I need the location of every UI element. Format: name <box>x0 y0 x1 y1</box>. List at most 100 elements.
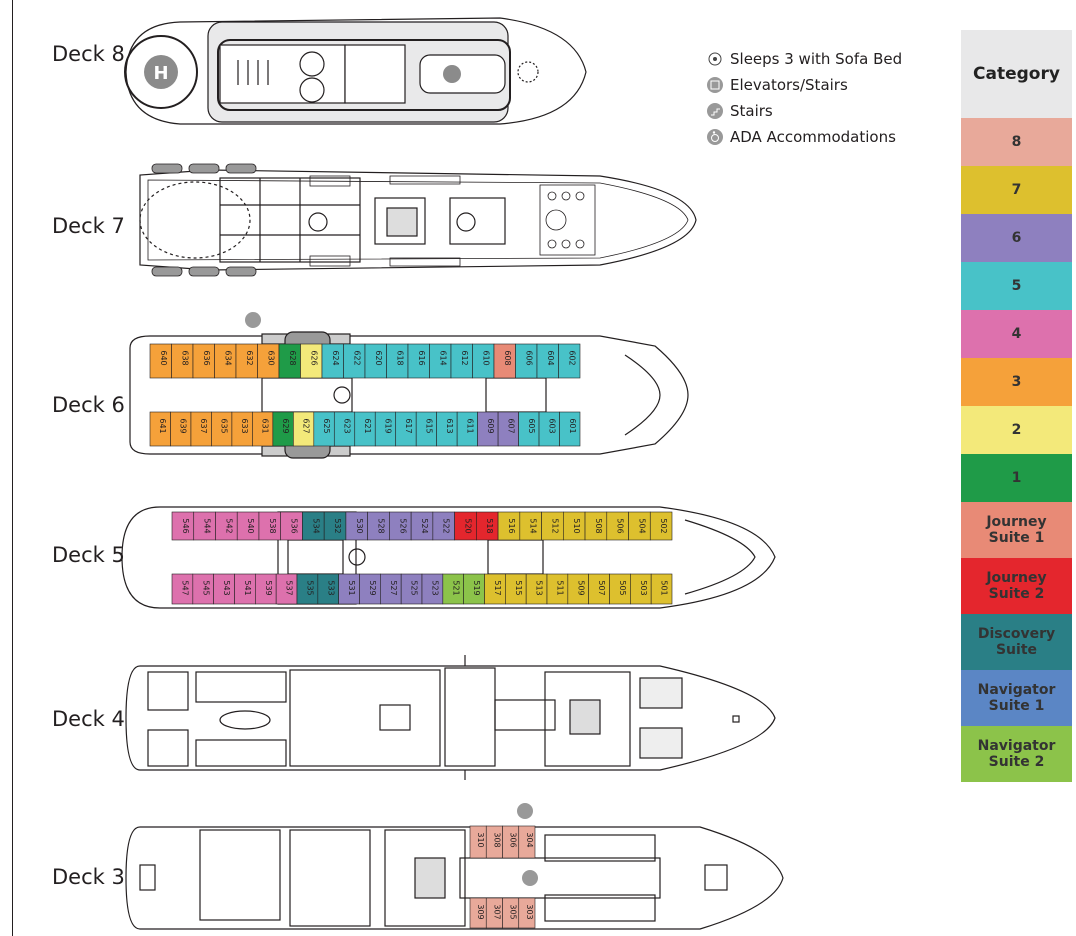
cabin: 640 <box>149 343 172 379</box>
cabin: 635 <box>211 411 233 447</box>
cabin: 530 <box>345 511 368 541</box>
cabin: 310 <box>469 825 487 859</box>
elevator-stairs-icon <box>706 76 724 94</box>
cabin-number: 613 <box>445 418 454 433</box>
cabin: 630 <box>257 343 280 379</box>
cabin-number: 535 <box>305 580 314 595</box>
cabin: 523 <box>421 573 444 605</box>
cabin: 627 <box>293 411 315 447</box>
cabin: 509 <box>567 573 589 605</box>
cabin: 543 <box>213 573 235 605</box>
cabin: 516 <box>497 511 521 541</box>
cabin: 303 <box>518 897 536 929</box>
cabin: 503 <box>630 573 652 605</box>
cabin: 631 <box>252 411 274 447</box>
legend-label: Stairs <box>730 102 773 120</box>
cabin-number: 545 <box>201 580 210 595</box>
legend-item: Stairs <box>706 98 902 124</box>
cabin-number: 515 <box>514 580 523 595</box>
cabin-number: 638 <box>180 350 189 365</box>
category-swatch: 8 <box>961 118 1072 166</box>
cabin-number: 629 <box>281 418 290 433</box>
deck-3-plan <box>125 803 784 930</box>
cabin-number: 309 <box>476 904 485 919</box>
cabin: 525 <box>400 573 423 605</box>
cabin-number: 601 <box>568 418 577 433</box>
cabin-number: 635 <box>220 418 229 433</box>
cabin-number: 539 <box>264 580 273 595</box>
cabin-number: 605 <box>527 418 536 433</box>
cabin: 505 <box>609 573 631 605</box>
legend-item: Elevators/Stairs <box>706 72 902 98</box>
cabin-number: 630 <box>266 350 275 365</box>
cabin-number: 518 <box>485 518 494 533</box>
cabin-number: 536 <box>290 518 299 533</box>
category-header: Category <box>961 30 1072 118</box>
cabin-number: 512 <box>550 518 559 533</box>
cabin: 304 <box>518 825 536 859</box>
cabin: 603 <box>538 411 560 447</box>
cabin: 507 <box>588 573 610 605</box>
cabin: 529 <box>359 573 381 605</box>
cabin-number: 507 <box>597 580 606 595</box>
cabin: 515 <box>505 573 527 605</box>
cabin: 625 <box>313 411 335 447</box>
cabin-number: 501 <box>660 580 669 595</box>
cabin: 527 <box>380 573 402 605</box>
cabin: 305 <box>502 897 520 929</box>
deck-4-plan <box>125 655 776 780</box>
cabin: 605 <box>518 411 540 447</box>
cabin: 544 <box>193 511 216 541</box>
cabin: 617 <box>395 411 417 447</box>
cabin: 535 <box>296 573 319 605</box>
cabin-number: 304 <box>525 832 534 847</box>
cabin: 306 <box>502 825 520 859</box>
deck-label-5: Deck 5 <box>52 543 125 567</box>
cabin-number: 509 <box>576 580 585 595</box>
cabin: 634 <box>214 343 237 379</box>
deck-7-plan <box>139 163 697 277</box>
cabin-number: 542 <box>224 518 233 533</box>
sofa-bed-icon <box>706 50 724 68</box>
cabin: 501 <box>650 573 673 605</box>
cabin: 508 <box>584 511 608 541</box>
cabin-number: 626 <box>309 350 318 365</box>
cabin-number: 530 <box>355 518 364 533</box>
cabin: 618 <box>386 343 409 379</box>
category-swatch: Journey Suite 2 <box>961 558 1072 614</box>
deck-label-7: Deck 7 <box>52 214 125 238</box>
deck-8-plan <box>124 17 587 125</box>
cabin: 601 <box>559 411 581 447</box>
cabin: 609 <box>477 411 499 447</box>
category-swatch: 1 <box>961 454 1072 502</box>
cabin: 612 <box>450 343 473 379</box>
cabin: 513 <box>525 573 548 605</box>
cabin: 512 <box>541 511 564 541</box>
cabin: 528 <box>367 511 390 541</box>
cabin-number: 532 <box>333 518 342 533</box>
cabin: 620 <box>364 343 387 379</box>
cabin-number: 633 <box>240 418 249 433</box>
cabin: 309 <box>469 897 487 929</box>
legend-label: ADA Accommodations <box>730 128 896 146</box>
cabin: 514 <box>519 511 542 541</box>
cabin: 641 <box>149 411 171 447</box>
deck-plans: 6406386366346326306286266246226206186166… <box>121 17 784 930</box>
category-swatch: 5 <box>961 262 1072 310</box>
cabin-number: 637 <box>199 418 208 433</box>
cabin-number: 505 <box>618 580 627 595</box>
cabin: 629 <box>272 411 294 447</box>
category-swatch: Navigator Suite 1 <box>961 670 1072 726</box>
cabin: 628 <box>278 343 301 379</box>
cabin-number: 511 <box>555 580 564 595</box>
cabin-number: 533 <box>326 580 335 595</box>
cabin-number: 602 <box>567 350 576 365</box>
cabin: 538 <box>258 511 281 541</box>
cabin: 519 <box>463 573 485 605</box>
helipad-icon <box>144 55 178 89</box>
legend-label: Sleeps 3 with Sofa Bed <box>730 50 903 68</box>
stairs-icon <box>706 102 724 120</box>
cabin-number: 631 <box>261 418 270 433</box>
cabin: 547 <box>171 573 194 605</box>
